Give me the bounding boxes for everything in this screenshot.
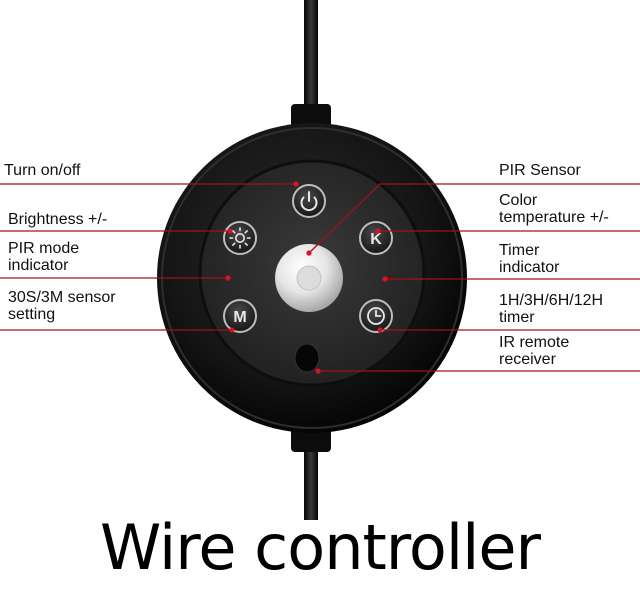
m-letter: M (233, 309, 246, 326)
timer-button[interactable] (359, 299, 393, 333)
label-line: PIR Sensor (499, 162, 581, 179)
leader-lines (0, 183, 640, 372)
label-timer-indicator: Timer indicator (499, 242, 559, 276)
page-title: Wire controller (100, 511, 541, 584)
dot-turn-on-off (293, 181, 299, 187)
top-cable (304, 0, 318, 112)
sun-icon (229, 227, 251, 249)
label-sensor-setting: 30S/3M sensor setting (8, 289, 116, 323)
power-button[interactable] (292, 184, 326, 218)
label-pir-sensor: PIR Sensor (499, 162, 581, 179)
dot-timer (377, 327, 383, 333)
label-ir-receiver: IR remote receiver (499, 334, 569, 368)
brightness-button[interactable] (223, 221, 257, 255)
label-line: 1H/3H/6H/12H (499, 292, 604, 309)
label-line: PIR mode (8, 240, 80, 257)
label-turn-on-off: Turn on/off (4, 162, 81, 179)
leader-pir-sensor (308, 183, 640, 254)
label-line: IR remote (499, 334, 570, 351)
control-face-edge (198, 159, 426, 387)
color-temperature-button[interactable]: K (359, 221, 393, 255)
timer-indicator-led (387, 275, 393, 281)
label-pir-mode-indicator: PIR mode indicator (8, 240, 79, 274)
dot-color-temp (375, 228, 381, 234)
dot-timer-indicator (382, 276, 388, 282)
label-line: indicator (499, 259, 560, 276)
label-line: Timer (499, 242, 540, 259)
dot-sensor-setting (229, 327, 235, 333)
dot-pir-sensor (306, 250, 312, 256)
sensor-mode-button[interactable]: M (223, 299, 257, 333)
power-icon (300, 191, 318, 212)
label-line: indicator (8, 257, 69, 274)
pir-sensor-center (296, 265, 322, 291)
dot-brightness (227, 228, 233, 234)
ir-receiver-window (294, 343, 320, 373)
k-letter: K (370, 231, 382, 248)
label-line: Brightness +/- (8, 211, 108, 228)
label-timer: 1H/3H/6H/12H timer (499, 292, 603, 326)
label-line: Color (499, 192, 538, 209)
label-color-temperature: Color temperature +/- (499, 192, 609, 226)
label-line: timer (499, 309, 535, 326)
label-line: receiver (499, 351, 556, 368)
bottom-cable (304, 440, 318, 520)
label-line: setting (8, 306, 56, 323)
clock-icon (367, 307, 385, 325)
label-brightness: Brightness +/- (8, 211, 107, 228)
leader-dots (225, 181, 388, 374)
label-line: temperature +/- (499, 209, 609, 226)
label-line: 30S/3M sensor (8, 289, 116, 306)
dot-pir-mode (225, 275, 231, 281)
dot-ir-receiver (315, 368, 321, 374)
label-line: Turn on/off (4, 162, 81, 179)
